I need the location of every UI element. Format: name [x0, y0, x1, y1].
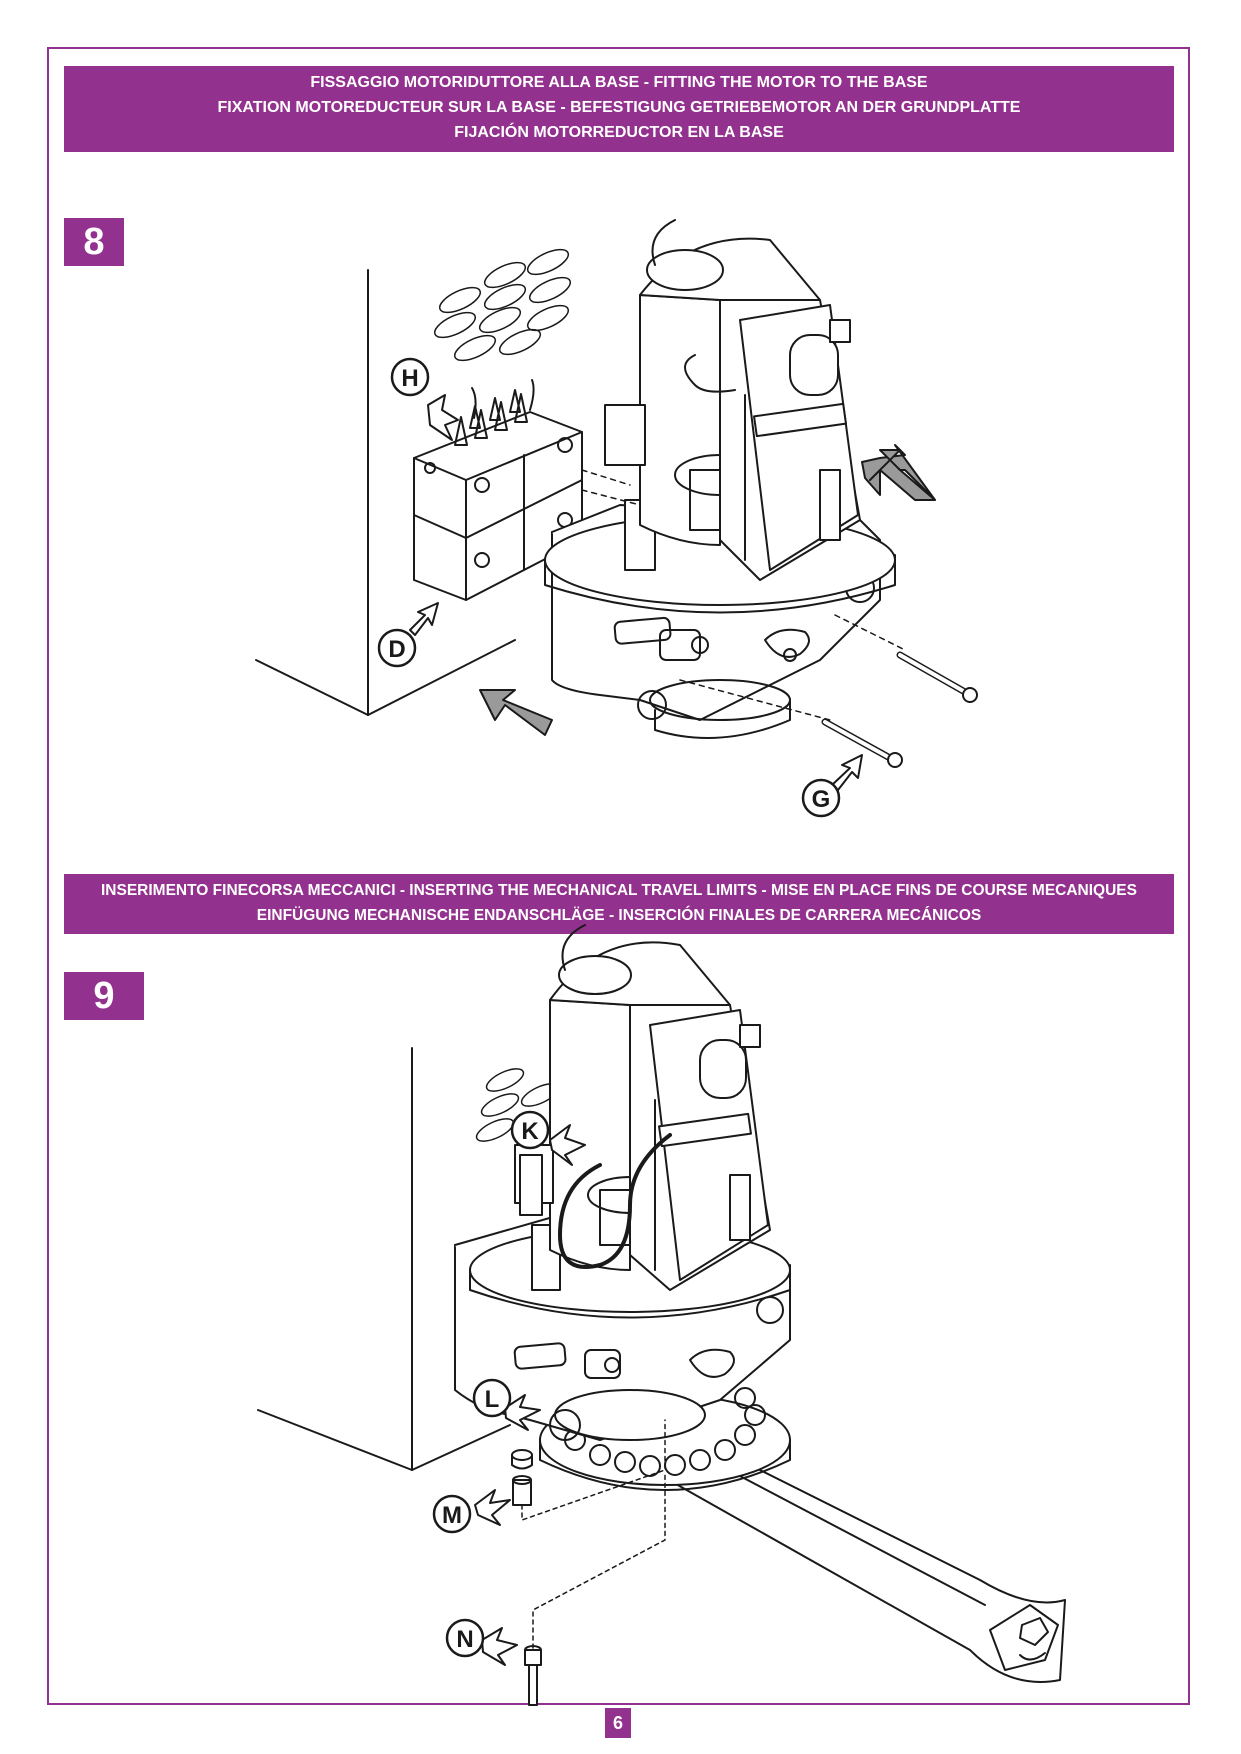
header-line: FIXATION MOTOREDUCTEUR SUR LA BASE - BEF…	[217, 99, 1021, 116]
floor-edge	[411, 1424, 511, 1471]
callout-letter-h: H	[401, 365, 418, 392]
callout-letter-k: K	[521, 1118, 539, 1145]
pointer-arrow-h	[427, 394, 459, 441]
callout-g: G	[801, 778, 841, 818]
callout-letter-l: L	[485, 1386, 500, 1413]
limit-cable	[558, 1133, 672, 1269]
header-line: EINFÜGUNG MECHANISCHE ENDANSCHLÄGE - INS…	[256, 907, 982, 924]
step-number-8: 8	[64, 218, 124, 266]
pointer-arrow-l	[504, 1394, 541, 1431]
control-board	[684, 299, 861, 581]
pointer-arrow-k	[549, 1124, 586, 1166]
floor-edge	[255, 659, 369, 716]
header-line: FIJACIÓN MOTORREDUCTOR EN LA BASE	[454, 124, 784, 141]
junction-box	[413, 379, 583, 601]
pointer-arrow-d	[409, 602, 439, 636]
alignment-lines	[581, 469, 906, 721]
header-line: FISSAGGIO MOTORIDUTTORE ALLA BASE - FITT…	[310, 74, 928, 91]
page-frame	[47, 47, 1190, 1705]
floor-edge	[367, 639, 516, 716]
callout-n: N	[445, 1618, 485, 1658]
drive-arm	[659, 1429, 1066, 1683]
step-number-9: 9	[64, 972, 144, 1020]
section-header-travel-limits: INSERIMENTO FINECORSA MECCANICI - INSERT…	[64, 874, 1174, 934]
floor-edge	[257, 1409, 413, 1471]
page-number: 6	[605, 1708, 631, 1738]
header-line: INSERIMENTO FINECORSA MECCANICI - INSERT…	[101, 882, 1137, 899]
callout-letter-d: D	[388, 636, 405, 663]
pointer-arrow-m	[474, 1489, 511, 1526]
screw-pair	[821, 651, 978, 768]
pointer-arrow-g	[831, 754, 863, 791]
control-board	[629, 1004, 771, 1291]
callout-d: D	[377, 628, 417, 668]
motor-column	[604, 219, 821, 546]
limit-switch	[519, 1154, 543, 1216]
push-arrow	[869, 449, 936, 501]
spacer-nut	[511, 1449, 533, 1506]
callout-h: H	[390, 357, 430, 397]
pointer-arrow-n	[481, 1627, 518, 1666]
push-arrow	[479, 689, 553, 736]
callout-l: L	[472, 1378, 512, 1418]
callout-letter-g: G	[812, 786, 831, 813]
callout-letter-m: M	[442, 1502, 462, 1529]
illustration-step-8: H D G	[255, 219, 978, 818]
fixing-screw	[524, 1645, 542, 1706]
callout-k: K	[510, 1110, 550, 1150]
callout-letter-n: N	[456, 1626, 473, 1653]
callout-m: M	[432, 1494, 472, 1534]
alignment-lines	[521, 1419, 666, 1649]
section-header-motor-fitting: FISSAGGIO MOTORIDUTTORE ALLA BASE - FITT…	[64, 66, 1174, 152]
wall-texture	[433, 248, 572, 362]
